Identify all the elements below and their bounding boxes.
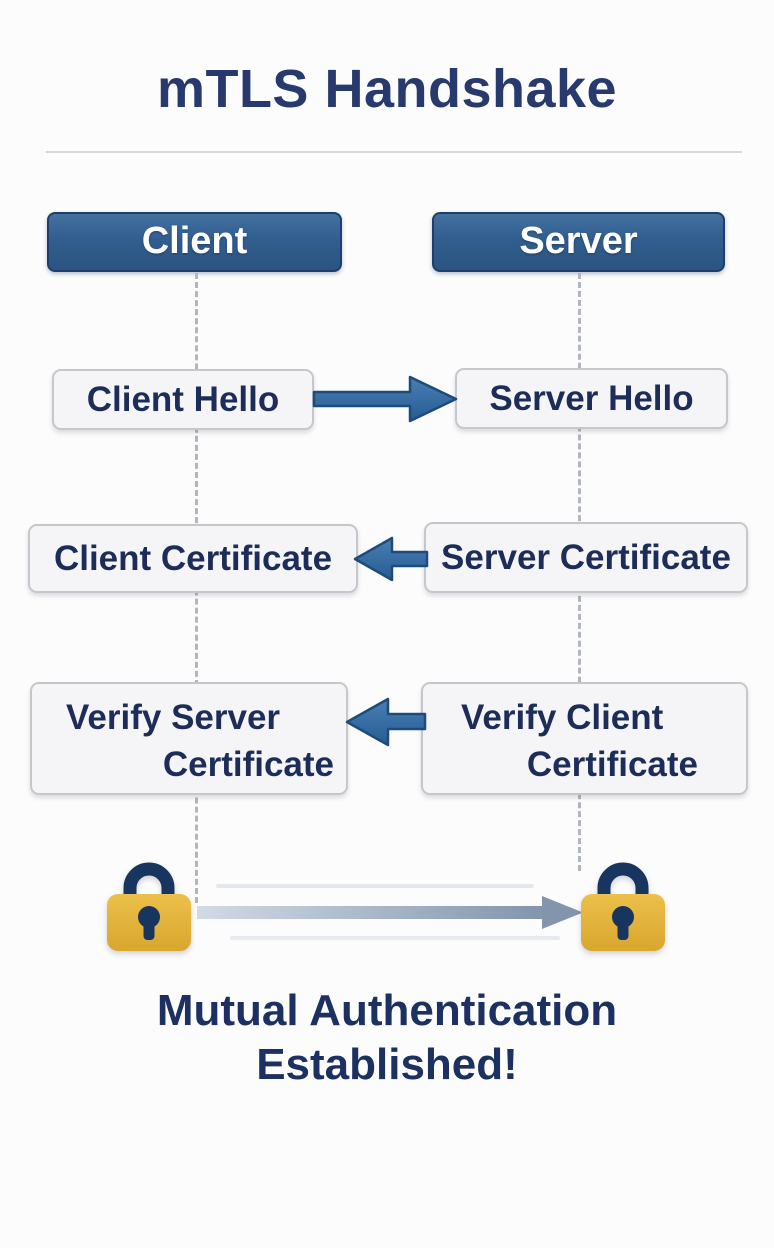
verify-client-line2: Certificate — [526, 745, 698, 784]
server-actor-header: Server — [432, 212, 725, 272]
verify-client-line1: Verify Client — [461, 698, 664, 737]
right-arrow-icon — [312, 375, 458, 423]
lock-icon — [581, 862, 665, 951]
client-actor-header: Client — [47, 212, 342, 272]
lock-icon — [107, 862, 191, 951]
client-hello-box: Client Hello — [52, 369, 314, 430]
result-line2: Established! — [256, 1039, 518, 1089]
verify-server-certificate-box: Verify Server Certificate — [30, 682, 348, 795]
client-certificate-box: Client Certificate — [28, 524, 358, 593]
verify-server-line1: Verify Server — [66, 698, 281, 737]
page-title: mTLS Handshake — [156, 59, 618, 119]
mutual-authentication-result: Mutual Authentication Established! — [0, 984, 774, 1091]
verify-server-line2: Certificate — [162, 745, 334, 784]
verify-client-certificate-box: Verify Client Certificate — [421, 682, 748, 795]
mutual-auth-arrow-icon — [197, 884, 583, 940]
server-certificate-box: Server Certificate — [424, 522, 748, 593]
left-arrow-icon — [345, 697, 427, 747]
server-hello-box: Server Hello — [455, 368, 728, 429]
result-line1: Mutual Authentication — [156, 986, 618, 1035]
left-arrow-icon — [353, 536, 429, 582]
title-divider — [46, 151, 742, 153]
